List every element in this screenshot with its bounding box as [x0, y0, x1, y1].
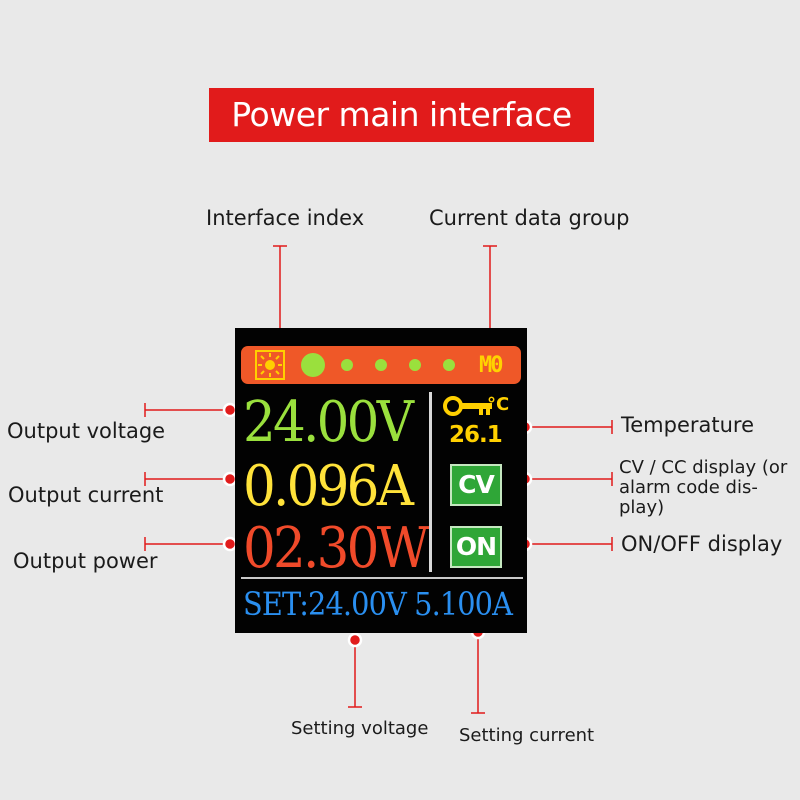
page-title: Power main interface: [209, 88, 594, 142]
page-indicator-dot: [375, 359, 387, 371]
vertical-divider: [429, 392, 432, 572]
set-label: SET:: [243, 585, 309, 623]
callout-output-voltage: Output voltage: [7, 419, 166, 443]
mode-badge: CV: [450, 464, 502, 506]
data-group-code: M0: [479, 353, 504, 378]
page-indicator-dot: [341, 359, 353, 371]
temperature-reading: 26.1: [449, 422, 503, 448]
output-voltage-reading: 24.00V: [243, 390, 414, 455]
callout-output-power: Output power: [13, 549, 158, 573]
callout-interface-index: Interface index: [206, 206, 365, 230]
output-state-badge: ON: [450, 526, 502, 568]
set-current: 5.100A: [414, 585, 513, 623]
callout-setting-current: Setting current: [459, 725, 595, 746]
callout-cv-cc-display: CV / CC display (or alarm code dis-play): [619, 457, 788, 518]
horizontal-divider: [241, 577, 523, 579]
interface-index-icon: [255, 350, 285, 380]
callout-on-off-display: ON/OFF display: [621, 532, 783, 556]
lcd-screen: M0 24.00V 0.096A 02.30W °C 26.1 CV ON SE…: [235, 328, 527, 633]
callout-temperature: Temperature: [621, 413, 755, 437]
set-voltage: 24.00V: [308, 585, 407, 623]
set-line: SET:24.00V 5.100A: [243, 584, 513, 624]
page-indicator-dot: [443, 359, 455, 371]
output-current-reading: 0.096A: [243, 454, 414, 519]
callout-current-data-group: Current data group: [429, 206, 630, 230]
output-power-reading: 02.30W: [243, 516, 430, 581]
page-indicator-dot: [409, 359, 421, 371]
page-indicator-active-dot: [301, 353, 325, 377]
callout-output-current: Output current: [8, 483, 164, 507]
callout-setting-voltage: Setting voltage: [291, 718, 429, 739]
temperature-unit: °C: [487, 394, 510, 415]
thermometer-icon: [443, 396, 492, 416]
